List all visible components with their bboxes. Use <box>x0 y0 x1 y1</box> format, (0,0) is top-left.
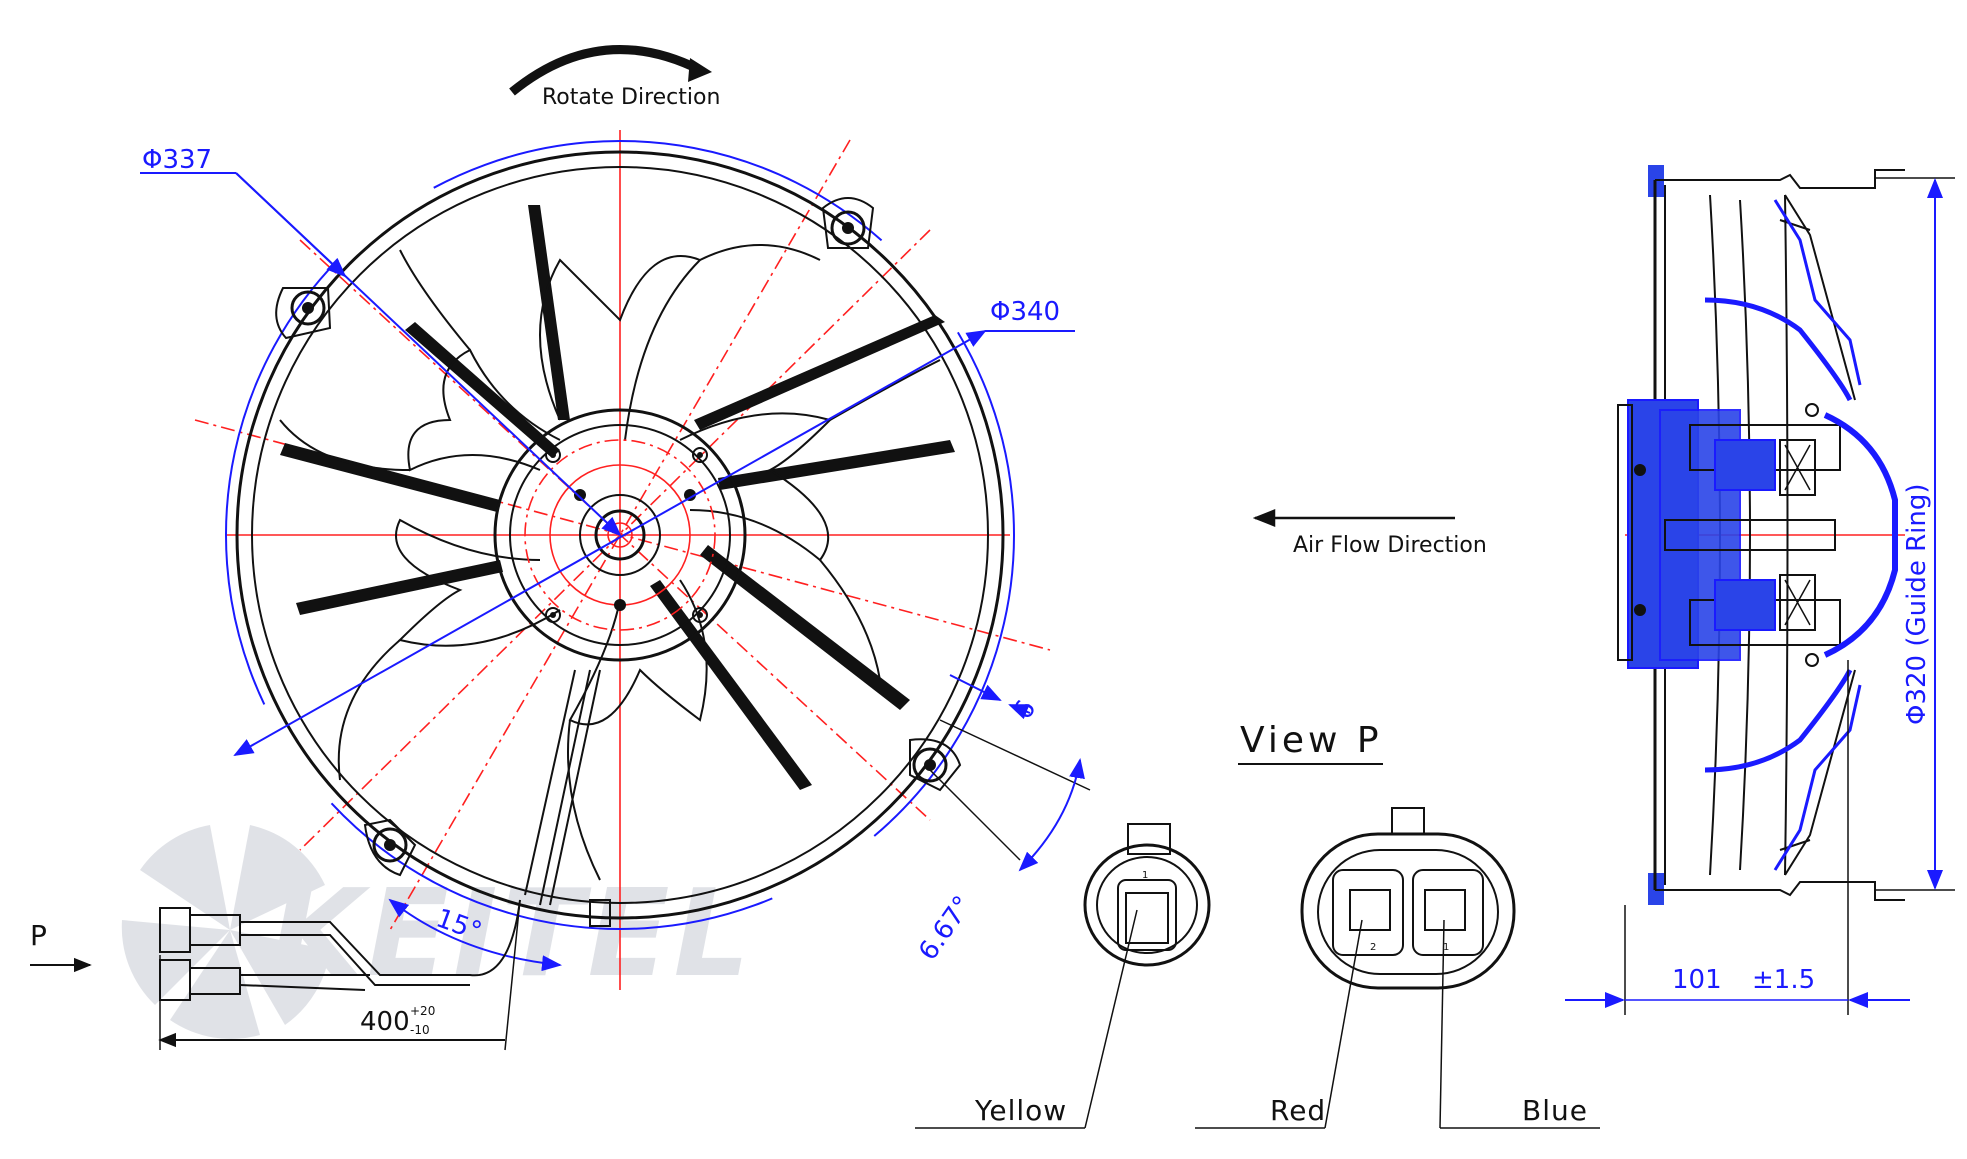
side-strut-lower <box>1704 668 1853 773</box>
view-p-title: View P <box>1240 720 1383 761</box>
mounting-foot-top-right <box>821 197 875 249</box>
p-marker-label: P <box>30 919 47 952</box>
wire-label-yellow: Yellow <box>974 1094 1067 1127</box>
front-view: Φ337 Φ340 6 6.67° 15° <box>30 130 1091 1051</box>
side-view: Φ320 (Guide Ring) 101 ±1.5 <box>1565 165 1955 1015</box>
rotate-direction-indicator: Rotate Direction <box>509 45 720 110</box>
motor-section <box>1617 399 1898 669</box>
dimension-angle-667: 6.67° <box>913 719 1091 966</box>
connector-dual-pin-2: 2 <box>1370 942 1376 953</box>
connector-dual-pin: 2 1 <box>1300 807 1516 990</box>
mounting-foot-bottom-left <box>363 818 417 877</box>
wire-label-blue: Blue <box>1522 1094 1588 1127</box>
cable-connector-assembly <box>159 899 521 1001</box>
rotate-direction-label: Rotate Direction <box>542 85 720 110</box>
support-struts <box>280 205 955 790</box>
cable-length-label: 400 <box>360 1007 410 1037</box>
angle-667-label: 6.67° <box>913 891 978 966</box>
depth-tolerance: ±1.5 <box>1752 965 1815 995</box>
watermark-fan-icon <box>121 825 330 1039</box>
wire-leaders <box>915 909 1600 1129</box>
side-strut-upper <box>1704 297 1853 402</box>
air-flow-direction-label: Air Flow Direction <box>1293 533 1487 558</box>
depth-label: 101 <box>1672 965 1722 995</box>
gap-6-label: 6 <box>1008 695 1042 724</box>
dia-320-label: Φ320 (Guide Ring) <box>1902 483 1932 725</box>
connector-single-pin: 1 <box>1083 823 1211 967</box>
side-frame <box>1648 165 1905 905</box>
rotate-arrow-icon <box>509 45 703 96</box>
fan-blades <box>279 244 941 881</box>
connector-dual-pin-1: 1 <box>1443 942 1449 953</box>
air-flow-direction-indicator: Air Flow Direction <box>1252 509 1487 558</box>
dia-340-label: Φ340 <box>990 297 1060 327</box>
cable-length-tol-minus: -10 <box>410 1023 430 1037</box>
dimension-depth: 101 ±1.5 <box>1565 660 1910 1015</box>
cable-length-tol-plus: +20 <box>410 1004 435 1018</box>
dia-337-label: Φ337 <box>142 145 212 175</box>
dimension-gap-6: 6 <box>949 674 1042 725</box>
wire-label-red: Red <box>1270 1094 1326 1127</box>
dimension-dia-320: Φ320 (Guide Ring) <box>1875 177 1955 891</box>
view-p-marker: P <box>30 919 92 973</box>
mounting-foot-top-left <box>275 287 332 340</box>
side-rib-upper <box>1773 199 1862 386</box>
side-rib-lower <box>1773 684 1862 871</box>
dimension-cable-length: 400 +20 -10 <box>158 899 521 1051</box>
connector-single-pin-number: 1 <box>1142 870 1148 881</box>
dimension-dia-340: Φ340 <box>233 297 1075 756</box>
view-p-section: View P 1 2 1 <box>915 720 1600 1129</box>
